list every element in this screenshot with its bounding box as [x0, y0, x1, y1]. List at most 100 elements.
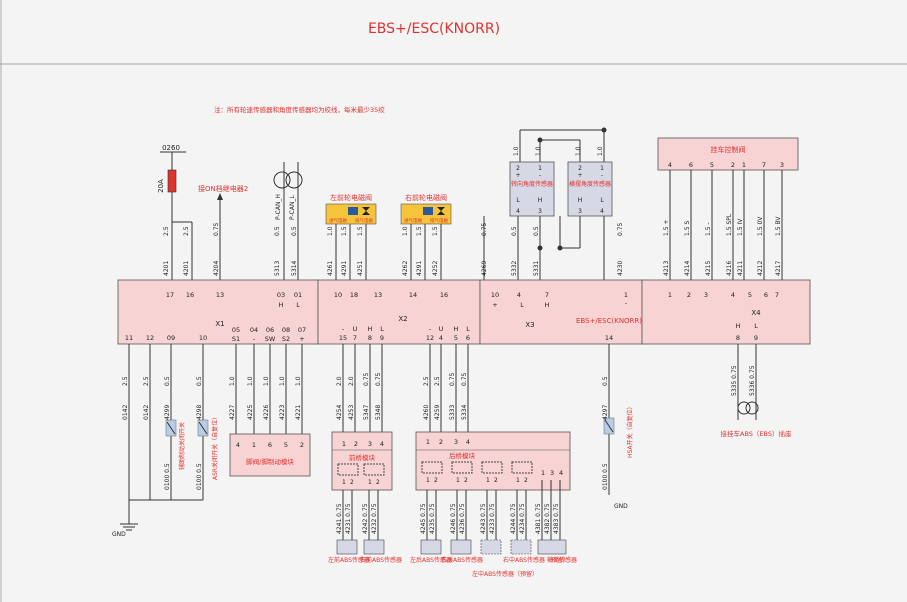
svg-text:后桥模块: 后桥模块 [449, 451, 476, 460]
wire-size-label: 2.0 [348, 376, 355, 386]
abs-wire-label: 4235 0.75 [429, 503, 436, 534]
ecu-body [117, 279, 811, 345]
svg-text:4: 4 [439, 334, 443, 342]
svg-text:1.0: 1.0 [575, 146, 582, 156]
valve-left-front: 左前轮电磁阀 进气电磁 排气电磁 [325, 193, 377, 225]
svg-text:L: L [380, 325, 384, 333]
wire-id-label: 4254 [336, 405, 343, 420]
ecu-label: EBS+/ESC(KNORR) [576, 317, 642, 325]
wire-size-label: 1.5 + [663, 220, 670, 236]
svg-text:16: 16 [440, 291, 448, 299]
svg-text:10: 10 [491, 291, 499, 299]
svg-text:2: 2 [494, 477, 498, 484]
wire-size-label: 1.0 [263, 376, 270, 386]
svg-text:2: 2 [516, 165, 520, 172]
svg-text:1: 1 [456, 477, 460, 484]
wire-size-label: 0.5 [164, 376, 171, 386]
abs-sensor-boxes [336, 539, 567, 555]
hsa-switch-label: HSA开关（自复位） [626, 403, 634, 458]
svg-text:1: 1 [624, 291, 628, 299]
wire-id-label: 4291 [341, 261, 348, 276]
abs-wire-label: 4242 0.75 [362, 503, 369, 534]
svg-text:1: 1 [600, 165, 604, 172]
abs-wire-label: 4382 0.75 [544, 503, 551, 534]
svg-text:横摆角度传感器: 横摆角度传感器 [569, 180, 611, 188]
gnd-wire-label: 0100 0.5 [196, 463, 203, 490]
switch-asr-icon [197, 419, 209, 437]
wire-id-label: 4217 [775, 261, 782, 276]
wire-id-label: 4225 [247, 405, 254, 420]
wire-size-label: 2.5 [143, 376, 150, 386]
wire-id-label: 4226 [263, 405, 270, 420]
wire-size-label: 0.5 [291, 226, 298, 236]
svg-text:1: 1 [426, 477, 430, 484]
steer-angle-sensor: 2 1 + - 转向角度传感器 L H 4 3 [509, 161, 555, 217]
wire-id-label: 4201 [183, 261, 190, 276]
wire-id-label: 4213 [663, 261, 670, 276]
rear-axle-module: 1 2 3 4 后桥模块 1 3 4 1 2 1 2 1 2 1 2 [415, 431, 571, 491]
svg-text:1: 1 [742, 161, 746, 169]
svg-text:11: 11 [125, 334, 133, 342]
svg-text:7: 7 [762, 161, 766, 169]
svg-text:7: 7 [775, 291, 779, 299]
wire-size-label: 0.75 [213, 222, 220, 236]
wire-size-label: 0.5 [274, 226, 281, 236]
svg-text:14: 14 [605, 334, 613, 342]
wire-size-label: 0.75 [375, 372, 382, 386]
wire-id-label: 4297 [602, 405, 609, 420]
svg-text:08: 08 [282, 326, 290, 334]
svg-text:S1: S1 [232, 335, 240, 343]
svg-text:12: 12 [146, 334, 154, 342]
abs-sensor-right-rear: 右后ABS传感器 [441, 556, 483, 564]
svg-text:4: 4 [559, 469, 563, 477]
svg-text:1: 1 [541, 469, 545, 477]
wire-size-label: 1.5 [432, 226, 439, 236]
asr-switch-label: ASR关闭开关（自复位） [211, 414, 219, 480]
svg-text:-: - [429, 325, 432, 333]
svg-text:07: 07 [298, 326, 306, 334]
svg-text:4: 4 [668, 161, 672, 169]
svg-text:挂车控制阀: 挂车控制阀 [711, 145, 746, 154]
trailer-control-valve: 挂车控制阀 4 6 5 2 1 7 3 [657, 137, 799, 171]
svg-text:13: 13 [374, 291, 382, 299]
svg-text:6: 6 [764, 291, 768, 299]
wire-id-label: 4223 [279, 405, 286, 420]
axle-load-sensor: 轴荷传感器 [547, 556, 577, 564]
svg-text:右前轮电磁阀: 右前轮电磁阀 [405, 193, 447, 202]
junction-dot [601, 127, 607, 133]
wire-id-label: 4260 [423, 405, 430, 420]
fuse-rating: 20A [157, 179, 165, 193]
svg-text:X3: X3 [525, 321, 534, 329]
svg-text:U: U [439, 325, 444, 333]
wire-size-label: 2.5 [163, 226, 170, 236]
svg-text:脚阀/脚制动模块: 脚阀/脚制动模块 [246, 457, 294, 466]
top-wire-labels: 2.542012.542010.7542040.553130.553141.04… [163, 213, 782, 276]
svg-text:03: 03 [277, 291, 285, 299]
abs-wire-label: 4231 0.75 [345, 503, 352, 534]
wire-id-label: 4253 [348, 405, 355, 420]
abs-wire-label: 4236 0.75 [459, 503, 466, 534]
wire-size-label: 0.75 [481, 222, 488, 236]
solenoid-icon [348, 207, 358, 215]
wire-size-label: 0.5 [196, 376, 203, 386]
connector-x2: 10 18 13 14 16 X2 - U H L 15 7 8 9 - U H… [334, 291, 470, 342]
svg-text:H: H [736, 322, 741, 330]
svg-text:05: 05 [232, 326, 240, 334]
abs-wire-label: 4245 0.75 [420, 503, 427, 534]
wire-id-label: 0142 [122, 405, 129, 420]
wire-size-label: 1.5 [341, 226, 348, 236]
wire-id-label: 4201 [163, 261, 170, 276]
svg-text:10: 10 [199, 334, 207, 342]
svg-text:15: 15 [339, 334, 347, 342]
svg-text:P-CAN_L: P-CAN_L [289, 195, 296, 220]
svg-text:-: - [253, 335, 256, 343]
svg-text:进气电磁: 进气电磁 [329, 217, 347, 224]
wire-size-label: 1.5 [416, 226, 423, 236]
svg-text:3: 3 [704, 291, 708, 299]
junction-dot [537, 245, 543, 251]
svg-text:7: 7 [353, 334, 357, 342]
svg-text:H: H [538, 197, 543, 204]
diagram-title: EBS+/ESC(KNORR) [368, 21, 500, 37]
connector-x4: 1 2 3 4 5 6 7 X4 H L 8 9 [668, 291, 779, 342]
abs-sensor-left-rear: 左后ABS传感器 [410, 556, 452, 564]
